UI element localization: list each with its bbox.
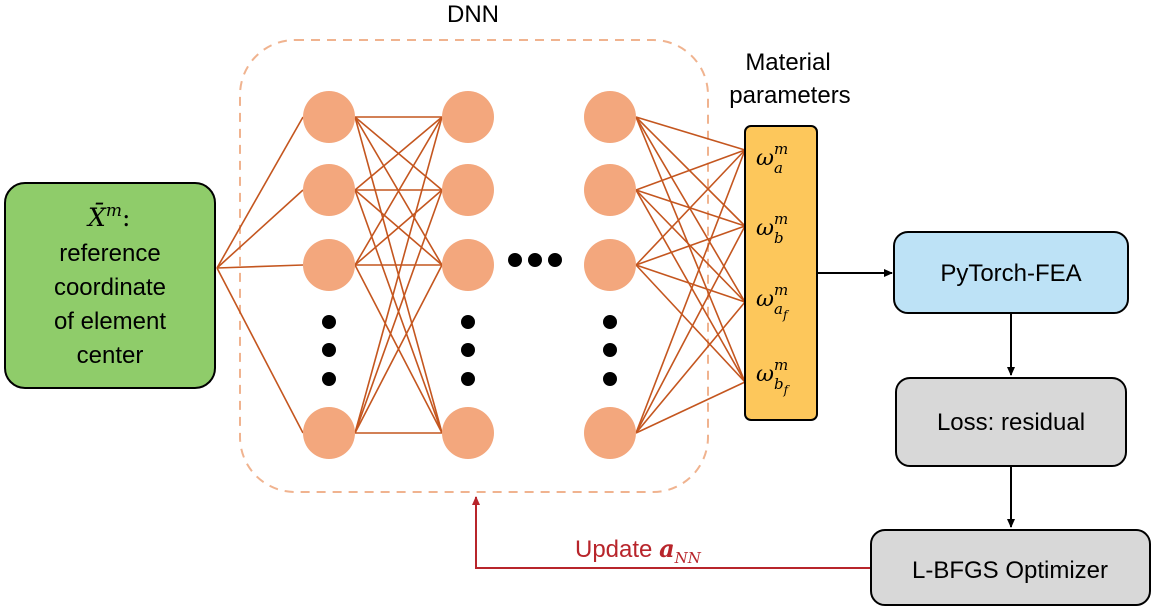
- output-edge: [635, 264, 746, 303]
- input-box: [4, 182, 216, 389]
- neuron-node: [584, 407, 636, 459]
- network-edges: [216, 116, 746, 434]
- input-symbol-sup: m: [106, 201, 122, 221]
- update-label: Update aNN: [575, 534, 702, 567]
- output-edge: [635, 225, 746, 266]
- hidden-edge: [354, 116, 443, 434]
- hidden-edge: [354, 189, 443, 434]
- neuron-node: [442, 91, 494, 143]
- input-line-2: coordinate: [54, 274, 166, 301]
- material-title-line-2: parameters: [729, 82, 850, 109]
- dnn-container: [239, 39, 709, 493]
- output-edge: [635, 381, 746, 434]
- input-line-1: reference: [59, 240, 160, 267]
- output-edge: [635, 116, 746, 303]
- output-edge: [635, 149, 746, 191]
- fea-box: [893, 231, 1129, 314]
- vertical-ellipsis-dot: [322, 372, 336, 386]
- input-edge: [216, 267, 304, 434]
- neuron-node: [442, 407, 494, 459]
- network-nodes: [303, 91, 636, 459]
- neuron-node: [584, 164, 636, 216]
- neuron-node: [303, 91, 355, 143]
- dnn-title: DNN: [447, 1, 499, 28]
- input-symbol-x: X̄: [86, 203, 107, 232]
- vertical-ellipsis-dot: [603, 372, 617, 386]
- input-symbol-colon: :: [122, 203, 130, 232]
- input-line-3: of element: [54, 308, 166, 335]
- optimizer-box: [870, 529, 1151, 606]
- vertical-ellipsis-dot: [461, 372, 475, 386]
- ellipsis-dot: [528, 253, 542, 267]
- output-edge: [635, 116, 746, 151]
- input-edge: [216, 189, 304, 269]
- output-edge: [635, 149, 746, 266]
- output-edge: [635, 301, 746, 434]
- hidden-edge: [354, 116, 443, 191]
- ellipsis-dot: [548, 253, 562, 267]
- neuron-node: [442, 239, 494, 291]
- output-edge: [635, 116, 746, 227]
- update-feedback-arrow: [472, 496, 870, 569]
- input-symbol: X̄m:: [86, 201, 130, 232]
- input-line-4: center: [77, 342, 144, 369]
- vertical-ellipsis-dot: [461, 315, 475, 329]
- vertical-ellipsis-dot: [603, 315, 617, 329]
- neuron-node: [303, 164, 355, 216]
- vertical-ellipsis-dot: [461, 343, 475, 357]
- material-params-box: [744, 125, 818, 421]
- output-edge: [635, 116, 746, 383]
- output-edge: [635, 189, 746, 383]
- hidden-edge: [354, 116, 443, 266]
- output-edge: [635, 264, 746, 383]
- neuron-node: [303, 407, 355, 459]
- neuron-node: [303, 239, 355, 291]
- layer-ellipsis: [508, 253, 562, 267]
- loss-box: [895, 377, 1127, 467]
- input-edge: [216, 264, 304, 269]
- neuron-node: [442, 164, 494, 216]
- neuron-node: [584, 91, 636, 143]
- input-edge: [216, 116, 304, 269]
- output-edge: [635, 225, 746, 434]
- fea-label: PyTorch-FEA: [940, 260, 1081, 287]
- material-title-line-1: Material: [745, 49, 830, 76]
- vertical-ellipsis-dot: [322, 343, 336, 357]
- vertical-ellipsis-dot: [322, 315, 336, 329]
- ellipsis-dot: [508, 253, 522, 267]
- hidden-edge: [354, 189, 443, 266]
- loss-label: Loss: residual: [937, 409, 1085, 436]
- neuron-node: [584, 239, 636, 291]
- hidden-edge: [354, 264, 443, 434]
- vertical-ellipsis-dot: [603, 343, 617, 357]
- output-edge: [635, 149, 746, 434]
- optimizer-label: L-BFGS Optimizer: [912, 557, 1108, 584]
